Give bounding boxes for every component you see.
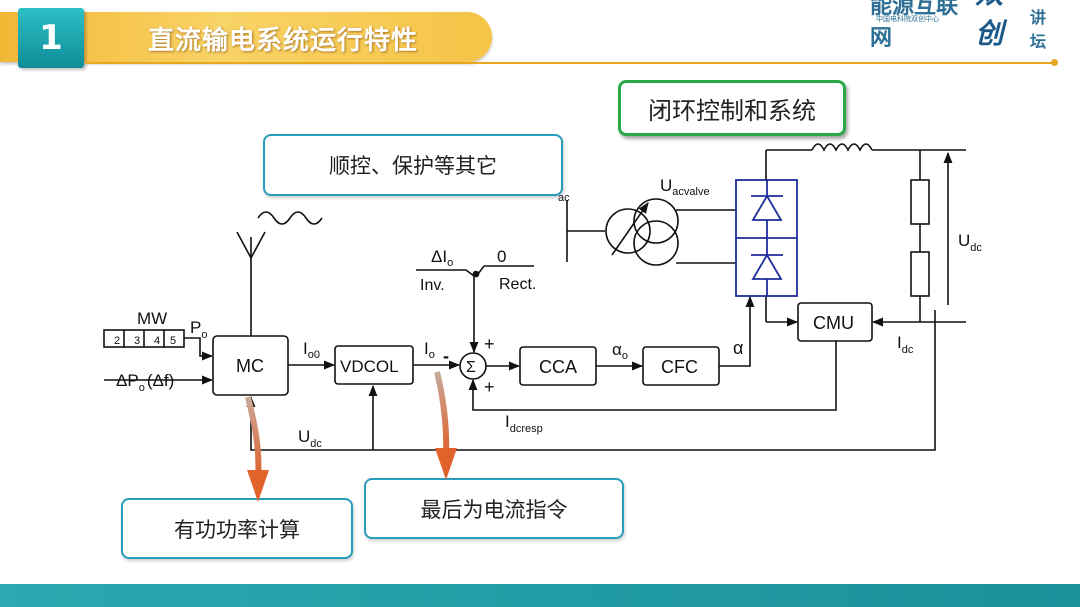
cca-label: CCA <box>539 357 577 377</box>
io0-label: Io0 <box>303 339 320 361</box>
voltage-divider-upper <box>910 179 930 225</box>
brand-mark: 双创 <box>975 0 1004 50</box>
voltage-divider-lower <box>910 251 930 297</box>
vdcol-label: VDCOL <box>340 357 399 376</box>
footer-bar <box>0 584 1080 607</box>
zero-label: 0 <box>497 247 506 266</box>
idcresp-label: Idcresp <box>505 412 543 435</box>
transformer-primary <box>605 208 651 254</box>
mc-label: MC <box>236 356 264 376</box>
big-arrow-active-power <box>245 396 262 479</box>
callout-closed-loop: 闭环控制和系统 <box>618 80 846 136</box>
alpha-o-label: αo <box>612 340 628 362</box>
callout-current-order: 最后为电流指令 <box>364 478 624 539</box>
page-title: 直流输电系统运行特性 <box>148 26 419 56</box>
brand-name: 能源互联网 <box>870 0 959 51</box>
plus-top: + <box>484 334 495 354</box>
cmu-label: CMU <box>813 313 854 333</box>
radio-wave-icon <box>257 211 323 225</box>
brand-tail: 讲坛 <box>1029 8 1046 51</box>
io-label: Io <box>424 339 435 361</box>
ac-label: ac <box>558 192 570 204</box>
inv-label: Inv. <box>420 277 445 294</box>
sigma-label: Σ <box>466 359 476 376</box>
mw-cell-4: 4 <box>154 335 160 347</box>
smoothing-reactor <box>811 143 873 152</box>
mw-cell-5: 5 <box>170 335 176 347</box>
header-divider-dot <box>1051 59 1058 66</box>
big-arrow-current-order <box>434 371 450 456</box>
delta-io-label: ΔIo <box>431 247 453 269</box>
idc-label: Idc <box>897 333 914 356</box>
brand-subtitle: 中国电科院双创中心 <box>876 15 939 23</box>
plus-bottom: + <box>484 377 495 397</box>
po-label: Po <box>190 318 207 341</box>
rect-label: Rect. <box>499 276 536 293</box>
brand-logo: 中国电科院双创中心 能源互联网 双创 讲坛 <box>870 0 1060 52</box>
cfc-label: CFC <box>661 357 698 377</box>
uacvalve-label: Uacvalve <box>660 176 710 198</box>
delta-po-label: ΔPo(Δf) <box>116 371 174 394</box>
mw-cell-3: 3 <box>134 335 140 347</box>
mw-cell-2: 2 <box>114 335 120 347</box>
callout-active-power: 有功功率计算 <box>121 498 353 559</box>
header-divider <box>85 62 1055 64</box>
section-number: 1 <box>18 8 84 68</box>
callout-sequence-control: 顺控、保护等其它 <box>263 134 563 196</box>
minus-sign: - <box>443 346 449 366</box>
transformer-secondary-a <box>633 198 679 244</box>
mw-label: MW <box>137 309 167 328</box>
udc-label: Udc <box>958 231 982 254</box>
alpha-label: α <box>733 338 743 358</box>
udc-feedback-label: Udc <box>298 427 322 450</box>
